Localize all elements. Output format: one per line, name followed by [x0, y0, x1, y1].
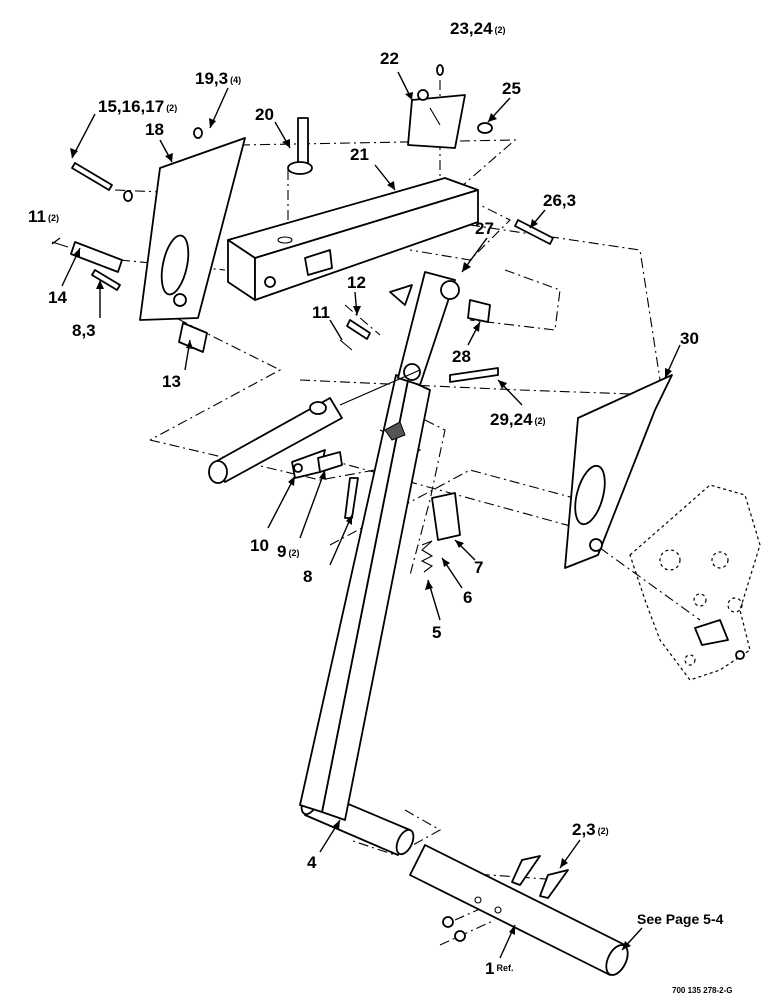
cylinder-assembly — [208, 369, 421, 484]
callout-29-24: 29,24(2) — [490, 410, 546, 429]
part-9-10-clevis — [291, 449, 343, 479]
callout-19-3: 19,3(4) — [195, 69, 241, 88]
see-page-note: See Page 5-4 — [637, 911, 724, 927]
part-27-upper-link — [389, 271, 460, 386]
part-22-bracket — [407, 94, 466, 149]
part-28-roller — [467, 299, 491, 323]
leader-arrows — [51, 71, 681, 959]
part-21-channel-frame — [227, 177, 479, 301]
callout-26-3: 26,3 — [543, 191, 576, 210]
callout-4: 4 — [307, 853, 317, 872]
callout-labels: 15,16,17(2) 19,3(4) 18 20 21 22 23,24(2)… — [28, 19, 733, 995]
part-1-lower-tube — [409, 844, 629, 976]
callout-28: 28 — [452, 347, 471, 366]
callout-9: 9(2) — [277, 542, 299, 561]
callout-30: 30 — [680, 329, 699, 348]
callout-21: 21 — [350, 145, 369, 164]
callout-13: 13 — [162, 372, 181, 391]
mounting-plate-phantom — [629, 484, 761, 681]
callout-11-left: 11(2) — [28, 207, 59, 226]
part-18-left-plate — [139, 137, 246, 321]
callout-14: 14 — [48, 288, 67, 307]
drawing-number: 700 135 278-2-G — [672, 986, 733, 995]
part-5-7-spring — [384, 421, 461, 573]
callout-27: 27 — [475, 219, 494, 238]
callout-18: 18 — [145, 120, 164, 139]
callout-12: 12 — [347, 273, 366, 292]
callout-23-24: 23,24(2) — [450, 19, 506, 38]
part-20-fitting — [287, 117, 313, 175]
callout-20: 20 — [255, 105, 274, 124]
part-30-right-plate — [564, 374, 673, 569]
callout-5: 5 — [432, 623, 441, 642]
hardware-pins — [51, 64, 569, 942]
callout-15-16-17: 15,16,17(2) — [98, 97, 177, 116]
callout-6: 6 — [463, 588, 472, 607]
main-arm — [299, 374, 431, 821]
callout-25: 25 — [502, 79, 521, 98]
callout-8-3: 8,3 — [72, 321, 96, 340]
callout-11-mid: 11 — [312, 303, 330, 322]
callout-8: 8 — [303, 567, 312, 586]
callout-7: 7 — [474, 558, 483, 577]
part-25-bushing — [477, 122, 493, 134]
callout-22: 22 — [380, 49, 399, 68]
part-8-bolt — [344, 477, 359, 519]
callout-10: 10 — [250, 536, 269, 555]
callout-2-3: 2,3(2) — [572, 820, 609, 839]
